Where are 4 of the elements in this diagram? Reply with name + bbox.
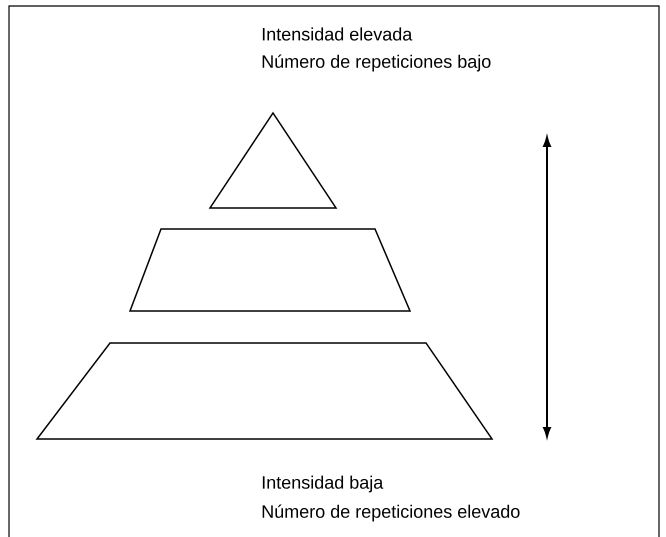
label-text: Número de repeticiones elevado [262,504,520,522]
label-text: Intensidad baja [262,476,384,492]
label-text: Número de repeticiones bajo [262,54,491,72]
label-text: Intensidad elevada [262,27,412,41]
